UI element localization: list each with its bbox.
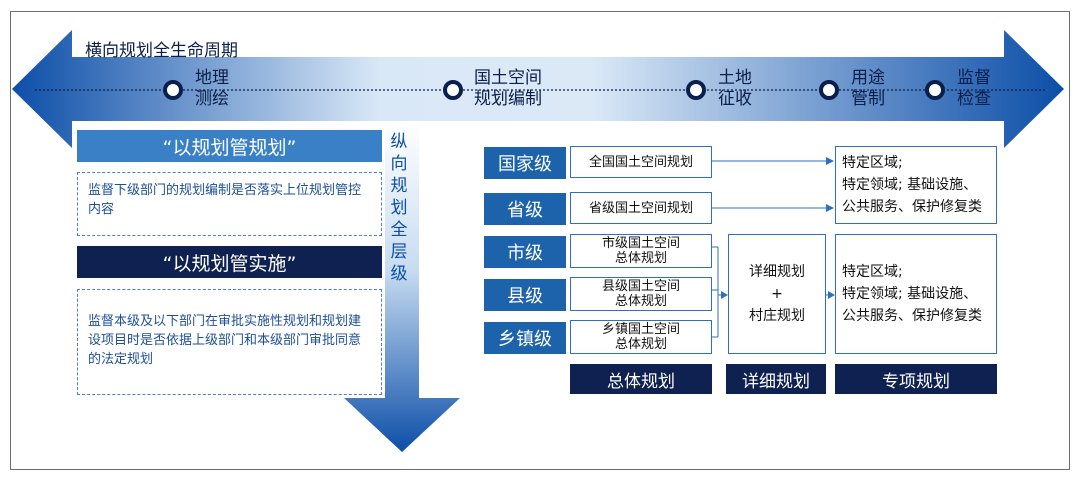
- plan-national-text: 全国国土空间规划: [588, 154, 693, 170]
- detailed-line1: 详细规划: [749, 264, 805, 280]
- stage-label-supervision: 监督检查: [957, 68, 991, 109]
- plan-city: 市级国土空间 总体规划: [570, 234, 712, 268]
- level-county: 县级: [484, 279, 566, 311]
- vertical-hierarchy-arrow: [344, 121, 460, 452]
- stage-label-land-acquisition: 土地征收: [718, 68, 752, 109]
- banner-plan-manage-implementation: “以规划管实施”: [77, 246, 382, 278]
- plan-township-text: 乡镇国土空间 总体规划: [601, 322, 680, 352]
- footer-special-plan: 专项规划: [835, 364, 997, 394]
- plan-county-text: 县级国土空间 总体规划: [601, 279, 680, 309]
- special-top-line1: 特定区域;: [842, 155, 903, 171]
- stage-node-survey: [163, 80, 183, 100]
- footer-detailed-plan: 详细规划: [726, 364, 826, 394]
- desc-plan-manage-plan: 监督下级部门的规划编制是否落实上位规划管控内容: [77, 172, 382, 236]
- footer-overall-plan: 总体规划: [570, 364, 712, 394]
- special-top-line2: 特定领域; 基础设施、: [842, 177, 978, 193]
- level-provincial: 省级: [484, 193, 566, 225]
- vertical-title: 纵向规划全层级: [390, 132, 408, 284]
- stage-label-use-control: 用途管制: [851, 68, 885, 109]
- plan-national: 全国国土空间规划: [570, 146, 712, 178]
- stage-label-survey: 地理测绘: [195, 68, 229, 109]
- stage-node-land-acquisition: [686, 80, 706, 100]
- level-township: 乡镇级: [484, 322, 566, 354]
- plan-township: 乡镇国土空间 总体规划: [570, 320, 712, 354]
- special-bottom-line2: 特定领域; 基础设施、: [842, 286, 978, 302]
- desc-plan-manage-implementation: 监督本级及以下部门在审批实施性规划和规划建设项目时是否依据上级部门和本级部门审批…: [77, 289, 382, 395]
- plan-city-text: 市级国土空间 总体规划: [601, 236, 680, 266]
- detailed-line3: 村庄规划: [749, 308, 805, 324]
- special-top-line3: 公共服务、保护修复类: [842, 199, 982, 215]
- stage-node-supervision: [925, 80, 945, 100]
- special-plan-top-box: 特定区域; 特定领域; 基础设施、 公共服务、保护修复类: [835, 146, 997, 224]
- special-bottom-line1: 特定区域;: [842, 264, 903, 280]
- stage-node-use-control: [819, 80, 839, 100]
- stage-node-plan-compile: [443, 80, 463, 100]
- special-plan-bottom-box: 特定区域; 特定领域; 基础设施、 公共服务、保护修复类: [835, 234, 997, 354]
- connector-arrowheads: [721, 157, 835, 299]
- horizontal-lifecycle-arrow: [12, 30, 1064, 148]
- banner-plan-manage-plan: “以规划管规划”: [77, 130, 382, 162]
- horizontal-title: 横向规划全生命周期: [85, 41, 238, 61]
- level-city: 市级: [484, 236, 566, 268]
- detailed-village-plan-box: 详细规划 + 村庄规划: [728, 234, 826, 354]
- diagram-frame: [10, 11, 1070, 470]
- plan-county: 县级国土空间 总体规划: [570, 277, 712, 311]
- level-national: 国家级: [484, 147, 566, 179]
- plan-provincial-text: 省级国土空间规划: [588, 200, 693, 216]
- detailed-plus: +: [771, 286, 783, 302]
- stage-label-plan-compile: 国土空间规划编制: [474, 68, 542, 109]
- plan-provincial: 省级国土空间规划: [570, 192, 712, 224]
- special-bottom-line3: 公共服务、保护修复类: [842, 308, 982, 324]
